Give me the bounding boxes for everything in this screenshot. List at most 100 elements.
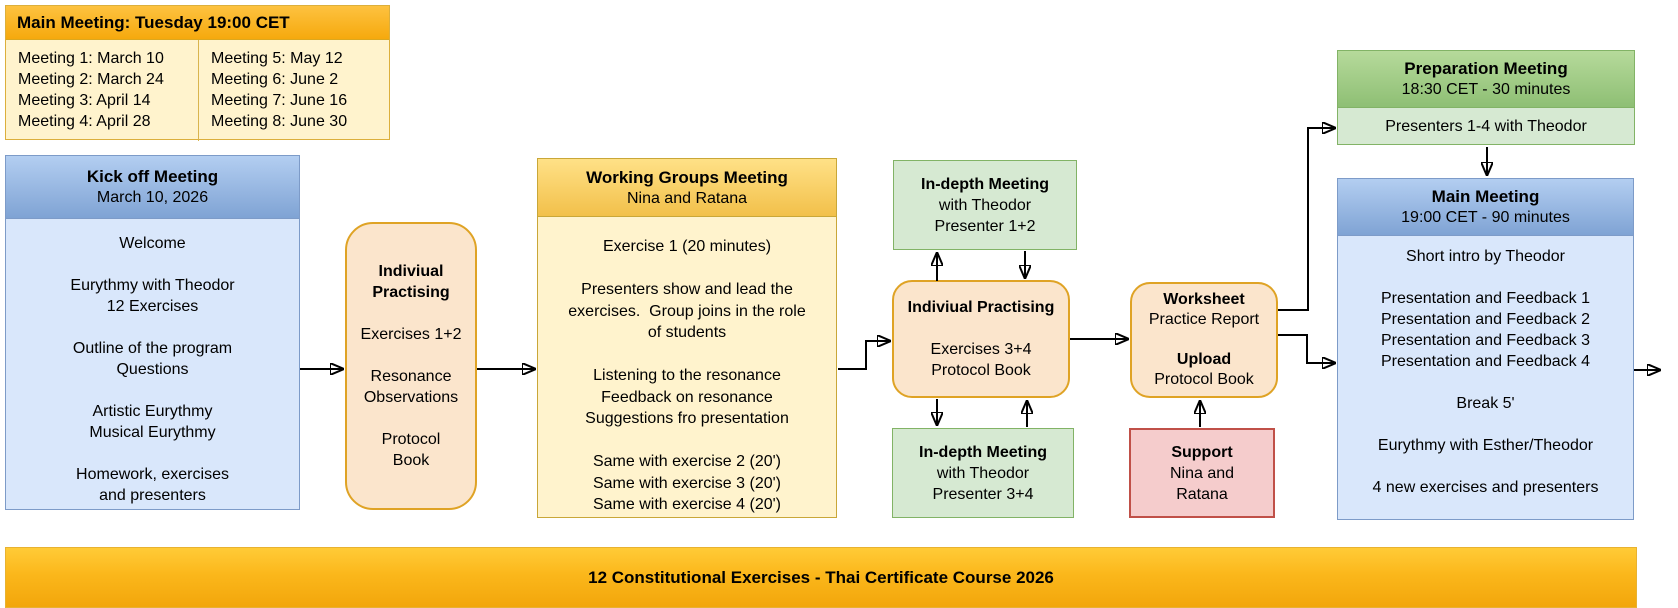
preparation-meeting-box: Preparation Meeting 18:30 CET - 30 minut… — [1337, 50, 1635, 145]
kickoff-meeting-title: Kick off Meeting — [86, 167, 219, 186]
text-line — [6, 380, 299, 401]
support-title: Support — [1171, 443, 1233, 461]
text-line: Meeting 7: June 16 — [211, 92, 348, 109]
text-line — [6, 443, 299, 464]
text-line: 12 Exercises — [106, 298, 199, 315]
text-line: and presenters — [99, 487, 206, 504]
text-line: Welcome — [119, 235, 186, 252]
schedule-panel: Main Meeting: Tuesday 19:00 CET Meeting … — [5, 5, 390, 141]
text-line — [6, 254, 299, 275]
text-line — [347, 408, 475, 429]
worksheet-spacer — [1132, 330, 1276, 350]
main-meeting-box: Main Meeting 19:00 CET - 90 minutes Shor… — [1337, 178, 1634, 520]
text-line — [538, 344, 836, 366]
text-line: Presentation and Feedback 2 — [1380, 311, 1591, 328]
kickoff-meeting-date: March 10, 2026 — [96, 189, 209, 206]
main-meeting-body: Short intro by Theodor Presentation and … — [1338, 236, 1633, 498]
text-line: Same with exercise 3 (20') — [592, 474, 781, 492]
text-line: Feedback on resonance — [601, 388, 773, 406]
text-line: with Theodor — [938, 196, 1032, 214]
text-line: Ratana — [1176, 485, 1228, 503]
text-line: Book — [392, 452, 430, 469]
preparation-meeting-body: Presenters 1-4 with Theodor — [1385, 118, 1587, 135]
text-line: Presentation and Feedback 1 — [1380, 290, 1591, 307]
kickoff-meeting-body: Welcome Eurythmy with Theodor 12 Exercise… — [6, 219, 299, 506]
preparation-meeting-title: Preparation Meeting — [1404, 59, 1568, 78]
text-line: Homework, exercises — [76, 466, 229, 483]
indepth-meeting-bottom-title: In-depth Meeting — [919, 443, 1047, 461]
text-line: Eurythmy with Esther/Theodor — [1377, 437, 1594, 454]
text-line — [1338, 456, 1633, 477]
main-meeting-header: Main Meeting 19:00 CET - 90 minutes — [1338, 179, 1633, 236]
text-line: Presentation and Feedback 4 — [1380, 353, 1591, 370]
individual-practising-1-box: Indiviual Practising Exercises 1+2 Reson… — [345, 222, 477, 510]
worksheet-upload-title: Upload — [1176, 351, 1232, 368]
text-line: Artistic Eurythmy — [92, 403, 213, 420]
individual-practising-1-title-line1: Indiviual — [378, 263, 444, 280]
schedule-column-2: Meeting 5: May 12 Meeting 6: June 2 Meetin… — [198, 40, 389, 141]
connector-worksheet-to-preparation — [1278, 128, 1335, 311]
text-line — [347, 303, 475, 324]
working-groups-meeting-box: Working Groups Meeting Nina and Ratana E… — [537, 158, 837, 518]
text-line — [1338, 414, 1633, 435]
main-meeting-title: Main Meeting — [1431, 187, 1540, 206]
text-line: Meeting 3: April 14 — [18, 92, 151, 109]
kickoff-meeting-box: Kick off Meeting March 10, 2026 Welcome … — [5, 155, 300, 510]
preparation-meeting-time: 18:30 CET - 30 minutes — [1401, 81, 1571, 98]
text-line: Short intro by Theodor — [1406, 248, 1565, 265]
text-line: Protocol — [381, 431, 441, 448]
text-line: Meeting 1: March 10 — [18, 50, 164, 67]
schedule-panel-title: Main Meeting: Tuesday 19:00 CET — [6, 6, 389, 40]
text-line: Nina and — [1169, 464, 1235, 482]
working-groups-meeting-header: Working Groups Meeting Nina and Ratana — [538, 159, 836, 217]
text-line: exercises. Group joins in the role — [568, 302, 806, 320]
text-line — [1338, 267, 1633, 288]
working-groups-meeting-body: Exercise 1 (20 minutes) Presenters show … — [538, 217, 836, 516]
text-line: Protocol Book — [931, 362, 1031, 379]
course-title-banner: 12 Constitutional Exercises - Thai Certi… — [5, 547, 1637, 608]
text-line: Meeting 4: April 28 — [18, 113, 151, 130]
text-line: Questions — [116, 361, 189, 378]
text-line: of students — [647, 324, 727, 341]
worksheet-title: Worksheet — [1163, 291, 1245, 308]
individual-practising-1-title-line2: Practising — [372, 284, 450, 301]
text-line — [538, 430, 836, 452]
worksheet-practice-report: Practice Report — [1148, 311, 1260, 328]
text-line: Presenter 3+4 — [932, 485, 1034, 503]
text-line: Eurythmy with Theodor — [70, 277, 235, 294]
text-line: Presenters show and lead the — [581, 281, 793, 298]
indepth-meeting-top-title: In-depth Meeting — [921, 175, 1049, 193]
text-line: 4 new exercises and presenters — [1372, 479, 1599, 496]
text-line: Meeting 6: June 2 — [211, 71, 339, 88]
text-line: with Theodor — [936, 464, 1030, 482]
text-line: Exercises 1+2 — [360, 326, 462, 343]
connector-worksheet-to-mainmeeting — [1278, 334, 1335, 363]
working-groups-meeting-subtitle: Nina and Ratana — [626, 189, 748, 207]
main-meeting-time: 19:00 CET - 90 minutes — [1401, 209, 1570, 226]
preparation-meeting-header: Preparation Meeting 18:30 CET - 30 minut… — [1338, 51, 1634, 108]
text-line: Exercises 3+4 — [930, 341, 1032, 358]
text-line — [894, 318, 1068, 339]
text-line: Outline of the program — [72, 340, 233, 357]
connector-workinggroups-to-practising2 — [838, 341, 890, 370]
text-line: Musical Eurythmy — [89, 424, 216, 441]
text-line — [347, 345, 475, 366]
working-groups-meeting-title: Working Groups Meeting — [586, 167, 788, 187]
text-line: Listening to the resonance — [593, 367, 781, 384]
text-line — [538, 258, 836, 280]
text-line: Meeting 5: May 12 — [211, 50, 343, 67]
text-line: Resonance — [370, 368, 452, 385]
text-line: Same with exercise 2 (20') — [592, 453, 781, 470]
text-line: Suggestions fro presentation — [585, 410, 789, 427]
